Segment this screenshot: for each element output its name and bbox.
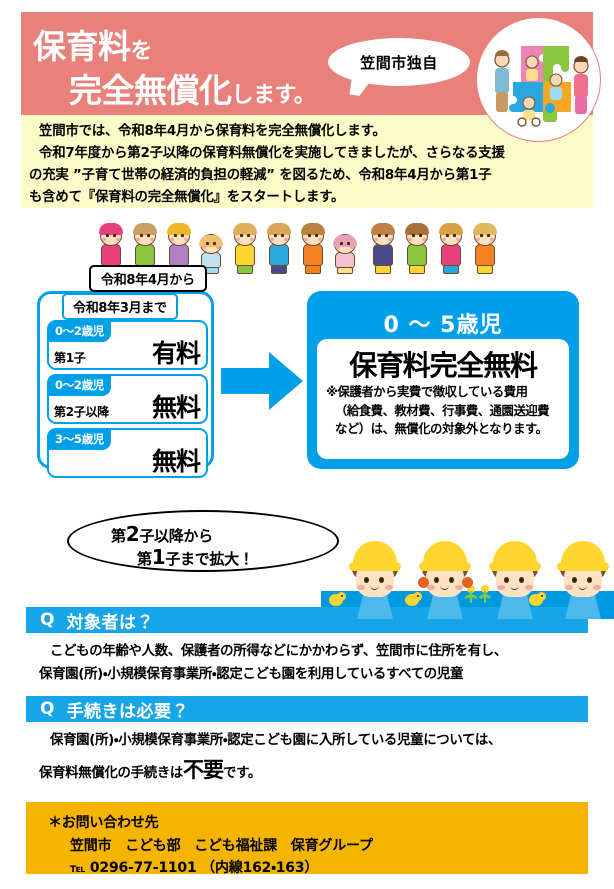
before-box: 0～2歳児 第1子 有料 0～2歳児 第2子以降 無料 3～5歳児 無料 xyxy=(37,291,214,478)
intro-line-1: 笠間市では、令和8年4月から保育料を完全無償化します。 xyxy=(39,124,386,139)
after-note: ※保護者から実費で徴収している費用 （給食費、教材費、行事費、通園送迎費 など）… xyxy=(326,383,562,439)
callout-label: 笠間市独自 xyxy=(360,53,438,72)
expansion-bubble: 第2子以降から 第1子まで拡大！ xyxy=(67,510,339,572)
fee-value: 無料 xyxy=(151,393,201,422)
contact-telephone: ℡ 0296-77-1101 （内線162・163） xyxy=(70,860,319,877)
before-date-label: 令和8年3月まで xyxy=(62,293,178,320)
q-marker-icon: Q xyxy=(40,610,55,630)
family-puzzle-logo xyxy=(476,17,601,142)
faq-question-2: 手続きは必要？ xyxy=(66,701,189,722)
table-row: 0～2歳児 第2子以降 無料 xyxy=(47,374,208,424)
intro-line-2: 令和7年度から第2子以降の保育料無償化を実施してきましたが、さらなる支援 xyxy=(39,145,505,161)
kindergarten-children-illustration xyxy=(321,524,614,619)
note-line-1: ※保護者から実費で徴収している費用 xyxy=(326,385,528,399)
note-line-3: など）は、無償化の対象外となります。 xyxy=(335,422,548,437)
expansion-line-2: 第1子まで拡大！ xyxy=(137,545,254,569)
after-headline: 保育料完全無料 xyxy=(349,349,538,382)
age-chip: 0～2歳児 xyxy=(48,375,112,396)
q-marker-icon: Q xyxy=(40,699,55,719)
contact-department: 笠間市 こども部 こども福祉課 保育グループ xyxy=(70,837,373,854)
right-arrow-icon xyxy=(221,352,303,410)
fee-value: 無料 xyxy=(151,447,201,476)
note-line-2: （給食費、教材費、行事費、通園送迎費 xyxy=(335,403,550,418)
intro-panel: 笠間市では、令和8年4月から保育料を完全無償化します。 令和7年度から第2子以降… xyxy=(21,115,593,208)
child-ordinal: 第2子以降 xyxy=(54,405,109,419)
table-row: 0～2歳児 第1子 有料 xyxy=(47,320,208,370)
callout-bubble: 笠間市独自 xyxy=(328,38,470,86)
contact-text: ＊お問い合わせ先 笠間市 こども部 こども福祉課 保育グループ ℡ 0296-7… xyxy=(48,812,373,880)
faq-heading-2: Q 手続きは必要？ xyxy=(26,696,588,722)
faq-answer-1-line-2: 保育園(所)・小規模保育事業所・認定こども園を利用しているすべての児童 xyxy=(39,667,464,683)
age-chip: 3～5歳児 xyxy=(48,429,112,450)
fee-comparison: 0～2歳児 第1子 有料 0～2歳児 第2子以降 無料 3～5歳児 無料 令和8… xyxy=(21,265,593,478)
faq-answer-2: 保育園(所)・小規模保育事業所・認定こども園に入所している児童については、 保育… xyxy=(39,729,591,788)
faq-answer-2-line-1: 保育園(所)・小規模保育事業所・認定こども園に入所している児童については、 xyxy=(50,733,502,748)
after-panel: 保育料完全無料 ※保護者から実費で徴収している費用 （給食費、教材費、行事費、通… xyxy=(317,339,569,459)
page-title-line2: 完全無償化します。 xyxy=(69,71,316,110)
faq-answer-2-line-2: 保育料無償化の手続きは不要です。 xyxy=(39,758,261,783)
after-date-label: 令和8年4月から xyxy=(89,265,207,292)
faq-question-1: 対象者は？ xyxy=(66,612,154,633)
intro-line-3: の充実 ”子育て世帯の経済的負担の軽減” を図るため、令和8年4月から第1子 xyxy=(29,167,492,183)
emphasis-fuyo: 不要 xyxy=(183,758,224,783)
age-chip: 0～2歳児 xyxy=(48,321,112,342)
page-title-line1: 保育料を xyxy=(33,27,153,66)
faq-answer-1-line-1: こどもの年齢や人数、保護者の所得などにかかわらず、笠間市に住所を有し、 xyxy=(50,644,507,659)
faq-heading-1: Q 対象者は？ xyxy=(26,607,588,633)
contact-panel: ＊お問い合わせ先 笠間市 こども部 こども福祉課 保育グループ ℡ 0296-7… xyxy=(26,802,588,876)
children-row-illustration xyxy=(96,212,516,274)
intro-text: 笠間市では、令和8年4月から保育料を完全無償化します。 令和7年度から第2子以降… xyxy=(29,121,585,208)
table-row: 3～5歳児 無料 xyxy=(47,428,208,478)
poster-root: 保育料を 完全無償化します。 笠間市独自 xyxy=(21,12,614,878)
contact-heading: ＊お問い合わせ先 xyxy=(48,815,159,831)
fee-value: 有料 xyxy=(151,339,201,368)
faq-answer-1: こどもの年齢や人数、保護者の所得などにかかわらず、笠間市に住所を有し、 保育園(… xyxy=(39,640,591,686)
child-ordinal: 第1子 xyxy=(54,351,86,365)
intro-line-4: も含めて『保育料の完全無償化』をスタートします。 xyxy=(29,189,345,205)
expansion-line-1: 第2子以降から xyxy=(111,522,213,546)
telephone-icon: ℡ xyxy=(70,861,86,876)
after-age-range: 0 ～ 5歳児 xyxy=(383,313,503,338)
after-box: 0 ～ 5歳児 保育料完全無料 ※保護者から実費で徴収している費用 （給食費、教… xyxy=(307,291,579,469)
